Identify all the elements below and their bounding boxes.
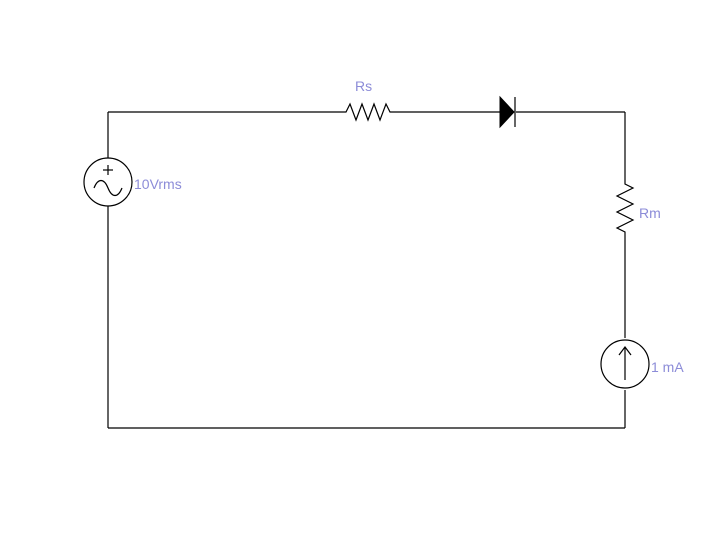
current-source-label: 1 mA: [651, 359, 684, 375]
wires: [107, 111, 626, 429]
resistor-rm-label: Rm: [639, 205, 661, 221]
voltage-source-label: 10Vrms: [134, 176, 182, 192]
diode-icon: [499, 95, 516, 129]
resistor-rs-icon: [340, 102, 396, 122]
ac-voltage-source-icon: [83, 157, 133, 207]
resistor-rm-icon: [615, 180, 635, 238]
current-source-icon: [600, 339, 650, 389]
resistor-rs-label: Rs: [355, 78, 372, 94]
